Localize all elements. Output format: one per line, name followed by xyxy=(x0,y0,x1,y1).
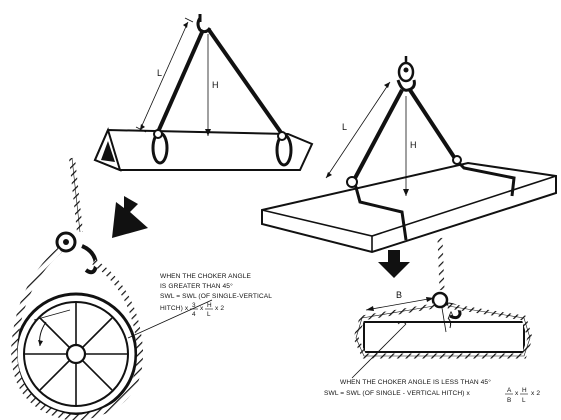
note-less-than-45: WHEN THE CHOKER ANGLE IS LESS THAN 45° S… xyxy=(324,378,540,404)
height-label-h: H xyxy=(212,80,219,90)
dimension-label-b: B xyxy=(396,290,402,300)
note-greater-line2: IS GREATER THAN 45° xyxy=(160,282,233,290)
note-greater-than-45: WHEN THE CHOKER ANGLE IS GREATER THAN 45… xyxy=(160,273,272,318)
choker-hook-icon xyxy=(55,231,99,275)
flat-slab-lift: L H xyxy=(261,56,557,254)
note-less-tail: x 2 xyxy=(531,390,540,397)
note-greater-frac2-den: L xyxy=(207,311,211,318)
note-greater-tail: x 2 xyxy=(215,305,224,312)
note-greater-line3: SWL = SWL (OF SINGLE-VERTICAL xyxy=(160,293,272,300)
note-greater-line4: HITCH) x xyxy=(160,305,189,312)
plate-hook-icon xyxy=(431,291,462,320)
note-less-frac-den: B xyxy=(507,397,511,404)
note-greater-frac-den: 4 xyxy=(192,311,196,318)
angle-label-a: A xyxy=(448,310,454,320)
note-greater-frac2-num: H xyxy=(207,302,212,309)
note-less-line2: SWL = SWL (OF SINGLE - VERTICAL HITCH) x xyxy=(324,390,470,397)
down-arrow-right-icon xyxy=(378,250,410,278)
top-hook-icon xyxy=(196,14,212,34)
note-greater-frac-num: 3 xyxy=(192,302,196,309)
wheel-choker-hitch xyxy=(10,157,213,420)
length-label-l-right: L xyxy=(342,122,347,132)
height-label-h-right: H xyxy=(410,140,417,150)
triangular-beam-lift: L H xyxy=(93,14,314,172)
note-less-line1: WHEN THE CHOKER ANGLE IS LESS THAN 45° xyxy=(340,378,491,386)
down-arrow-left-icon xyxy=(112,196,148,238)
plate-choker-hitch: A B xyxy=(351,237,533,379)
note-greater-line1: WHEN THE CHOKER ANGLE xyxy=(160,273,252,280)
note-less-frac2-den: L xyxy=(522,397,526,404)
length-label-l: L xyxy=(157,68,162,78)
note-greater-times: x xyxy=(200,305,204,312)
note-less-times: x xyxy=(515,390,519,397)
note-less-frac2-num: H xyxy=(522,387,527,394)
shackle-hook-icon xyxy=(396,56,416,92)
note-less-frac-num: A xyxy=(507,387,512,394)
